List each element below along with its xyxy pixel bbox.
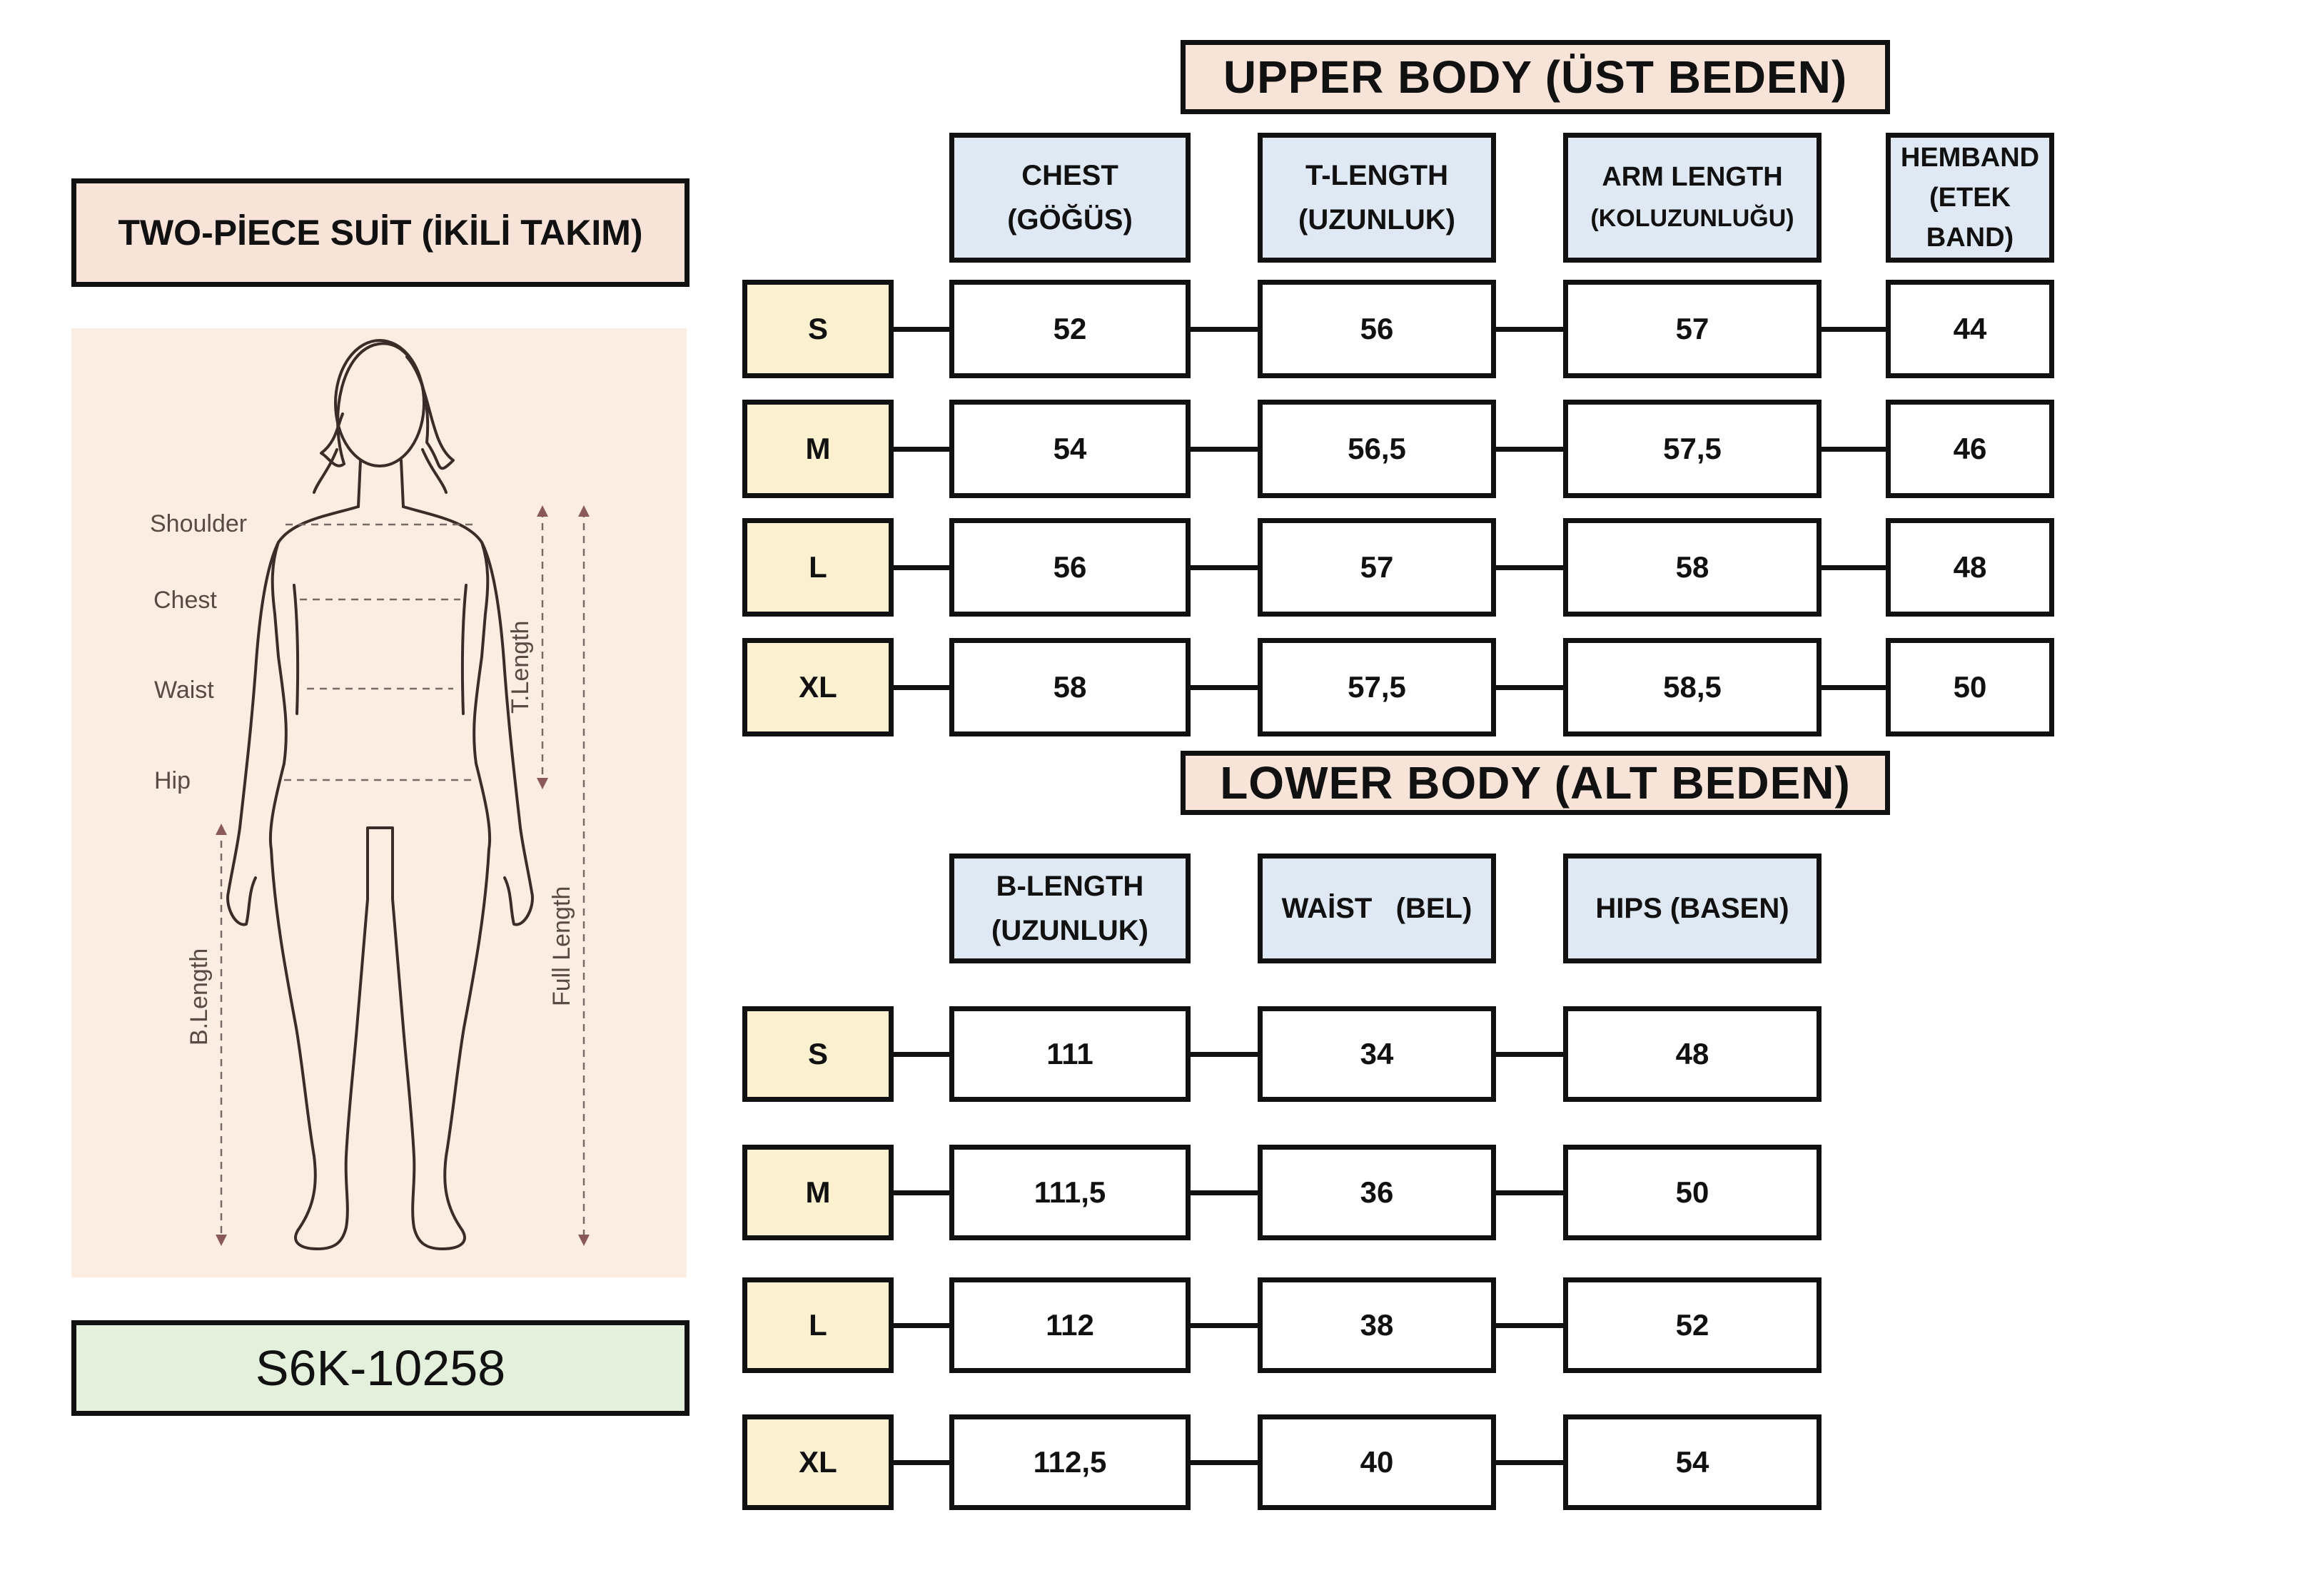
lower-value-cell: 111 xyxy=(949,1006,1191,1102)
connector-line xyxy=(1493,1460,1566,1465)
connector-line xyxy=(1819,327,1889,332)
connector-line xyxy=(891,565,952,570)
waist-label: Waist xyxy=(154,677,214,704)
upper-value-cell: 52 xyxy=(949,280,1191,378)
upper-value-cell: 56 xyxy=(1258,280,1496,378)
lower-value-cell: 111,5 xyxy=(949,1145,1191,1240)
header-line: BAND) xyxy=(1926,223,2014,253)
t-length-label: T.Length xyxy=(507,621,534,714)
header-line: HIPS (BASEN) xyxy=(1595,893,1789,924)
upper-value-cell: 54 xyxy=(949,400,1191,498)
connector-line xyxy=(891,1190,952,1195)
header-hips: HIPS (BASEN) xyxy=(1563,854,1822,963)
connector-line xyxy=(891,447,952,452)
header-line: (UZUNLUK) xyxy=(1298,204,1455,236)
connector-line xyxy=(1493,1190,1566,1195)
connector-line xyxy=(1493,565,1566,570)
connector-line xyxy=(1188,1052,1260,1057)
upper-body-title: UPPER BODY (ÜST BEDEN) xyxy=(1181,40,1890,114)
header-line: (GÖĞÜS) xyxy=(1007,204,1133,236)
body-silhouette-icon: Shoulder Chest Waist Hip T.Length Full L… xyxy=(150,339,590,1250)
full-length-label: Full Length xyxy=(548,886,575,1006)
upper-size-xl: XL xyxy=(742,638,894,736)
upper-size-s: S xyxy=(742,280,894,378)
connector-line xyxy=(891,327,952,332)
lower-value-cell: 54 xyxy=(1563,1414,1822,1510)
upper-value-cell: 57,5 xyxy=(1258,638,1496,736)
upper-value-cell: 50 xyxy=(1886,638,2054,736)
upper-value-cell: 46 xyxy=(1886,400,2054,498)
header-t-length: T-LENGTH (UZUNLUK) xyxy=(1258,133,1496,263)
header-line: (KOLUZUNLUĞU) xyxy=(1590,205,1794,232)
lower-size-xl: XL xyxy=(742,1414,894,1510)
lower-value-cell: 40 xyxy=(1258,1414,1496,1510)
header-arm-length: ARM LENGTH (KOLUZUNLUĞU) xyxy=(1563,133,1822,263)
connector-line xyxy=(1493,1052,1566,1057)
connector-line xyxy=(1188,565,1260,570)
connector-line xyxy=(1819,447,1889,452)
lower-size-s: S xyxy=(742,1006,894,1102)
upper-value-cell: 56 xyxy=(949,518,1191,617)
upper-value-cell: 44 xyxy=(1886,280,2054,378)
chest-label: Chest xyxy=(153,587,217,614)
upper-size-l: L xyxy=(742,518,894,617)
connector-line xyxy=(1819,565,1889,570)
header-b-length: B-LENGTH (UZUNLUK) xyxy=(949,854,1191,963)
lower-value-cell: 50 xyxy=(1563,1145,1822,1240)
connector-line xyxy=(1188,685,1260,690)
suit-title: TWO-PİECE SUİT (İKİLİ TAKIM) xyxy=(71,178,689,287)
connector-line xyxy=(891,1460,952,1465)
lower-value-cell: 34 xyxy=(1258,1006,1496,1102)
lower-value-cell: 112 xyxy=(949,1277,1191,1373)
connector-line xyxy=(1819,685,1889,690)
connector-line xyxy=(891,1323,952,1328)
lower-value-cell: 48 xyxy=(1563,1006,1822,1102)
upper-size-m: M xyxy=(742,400,894,498)
connector-line xyxy=(1188,327,1260,332)
connector-line xyxy=(1188,1190,1260,1195)
upper-value-cell: 57,5 xyxy=(1563,400,1822,498)
lower-value-cell: 36 xyxy=(1258,1145,1496,1240)
upper-value-cell: 56,5 xyxy=(1258,400,1496,498)
header-waist: WAİST (BEL) xyxy=(1258,854,1496,963)
lower-body-title: LOWER BODY (ALT BEDEN) xyxy=(1181,751,1890,815)
lower-size-l: L xyxy=(742,1277,894,1373)
upper-value-cell: 48 xyxy=(1886,518,2054,617)
header-chest: CHEST (GÖĞÜS) xyxy=(949,133,1191,263)
lower-value-cell: 112,5 xyxy=(949,1414,1191,1510)
header-line: T-LENGTH xyxy=(1305,160,1448,191)
header-line: CHEST xyxy=(1021,160,1118,191)
connector-line xyxy=(1188,447,1260,452)
body-measurement-figure: Shoulder Chest Waist Hip T.Length Full L… xyxy=(71,328,687,1277)
upper-value-cell: 57 xyxy=(1563,280,1822,378)
upper-value-cell: 58 xyxy=(1563,518,1822,617)
header-line: B-LENGTH xyxy=(996,871,1144,902)
upper-value-cell: 58 xyxy=(949,638,1191,736)
hip-label: Hip xyxy=(154,767,191,794)
connector-line xyxy=(1493,327,1566,332)
lower-value-cell: 52 xyxy=(1563,1277,1822,1373)
header-line: (UZUNLUK) xyxy=(991,915,1148,946)
connector-line xyxy=(1493,447,1566,452)
lower-value-cell: 38 xyxy=(1258,1277,1496,1373)
upper-value-cell: 58,5 xyxy=(1563,638,1822,736)
connector-line xyxy=(1188,1460,1260,1465)
connector-line xyxy=(1188,1323,1260,1328)
connector-line xyxy=(1493,685,1566,690)
lower-size-m: M xyxy=(742,1145,894,1240)
b-length-label: B.Length xyxy=(186,948,213,1045)
header-line: ARM LENGTH xyxy=(1602,162,1783,192)
header-line: (ETEK xyxy=(1929,183,2011,213)
header-hemband: HEMBAND (ETEK BAND) xyxy=(1886,133,2054,263)
upper-value-cell: 57 xyxy=(1258,518,1496,617)
header-line: WAİST (BEL) xyxy=(1281,893,1472,924)
shoulder-label: Shoulder xyxy=(150,510,247,537)
product-code: S6K-10258 xyxy=(71,1320,689,1416)
connector-line xyxy=(1493,1323,1566,1328)
connector-line xyxy=(891,1052,952,1057)
connector-line xyxy=(891,685,952,690)
header-line: HEMBAND xyxy=(1900,143,2040,173)
